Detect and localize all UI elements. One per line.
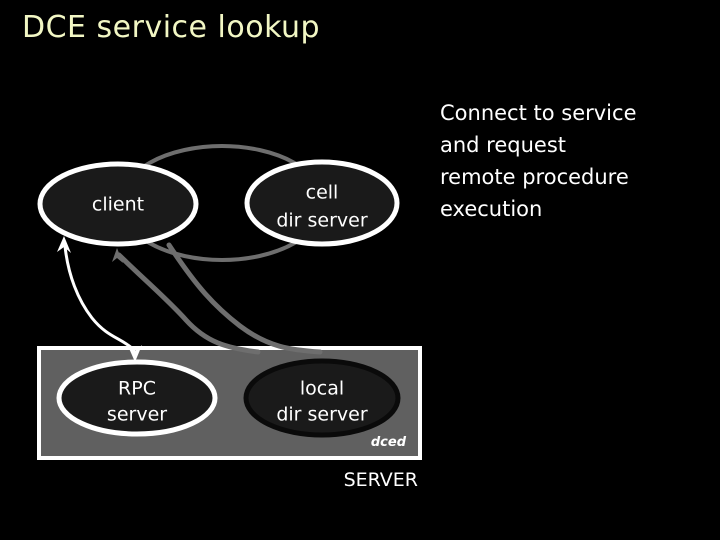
node-rpc-server-shape xyxy=(56,359,218,437)
node-rpc-server-label-line1: RPC xyxy=(118,378,156,400)
white-arrowhead-down-rpc xyxy=(128,345,142,362)
node-local-dir-server[interactable]: local dir server xyxy=(243,358,401,438)
caption-line-3: remote procedure xyxy=(440,165,629,189)
node-cell-dir-server-shape xyxy=(244,159,400,247)
server-box-label: SERVER xyxy=(344,469,418,491)
node-client[interactable]: client xyxy=(37,161,199,247)
page-title: DCE service lookup xyxy=(22,10,321,45)
node-cell-dir-server-label-line1: cell xyxy=(306,182,339,204)
dced-label: dced xyxy=(371,435,407,450)
gray-arrowhead-up xyxy=(112,248,123,263)
node-cell-dir-server[interactable]: cell dir server xyxy=(244,159,400,247)
node-client-label: client xyxy=(92,194,144,216)
node-local-dir-server-label-line1: local xyxy=(300,378,344,400)
caption-line-4: execution xyxy=(440,197,543,221)
white-connector-client-to-rpc xyxy=(63,244,136,352)
caption-line-1: Connect to service xyxy=(440,101,637,125)
node-client-shape xyxy=(37,161,199,247)
node-rpc-server-label-line2: server xyxy=(107,404,167,426)
node-cell-dir-server-label-line2: dir server xyxy=(276,210,368,232)
node-local-dir-server-shape xyxy=(243,358,401,438)
node-local-dir-server-label-line2: dir server xyxy=(276,404,368,426)
white-arrowhead-up-client xyxy=(57,236,71,253)
gray-connector-right xyxy=(166,242,323,355)
gray-connector-left xyxy=(116,252,261,355)
caption-text-block: Connect to service and request remote pr… xyxy=(440,97,702,225)
caption-line-2: and request xyxy=(440,133,567,157)
node-rpc-server[interactable]: RPC server xyxy=(56,359,218,437)
